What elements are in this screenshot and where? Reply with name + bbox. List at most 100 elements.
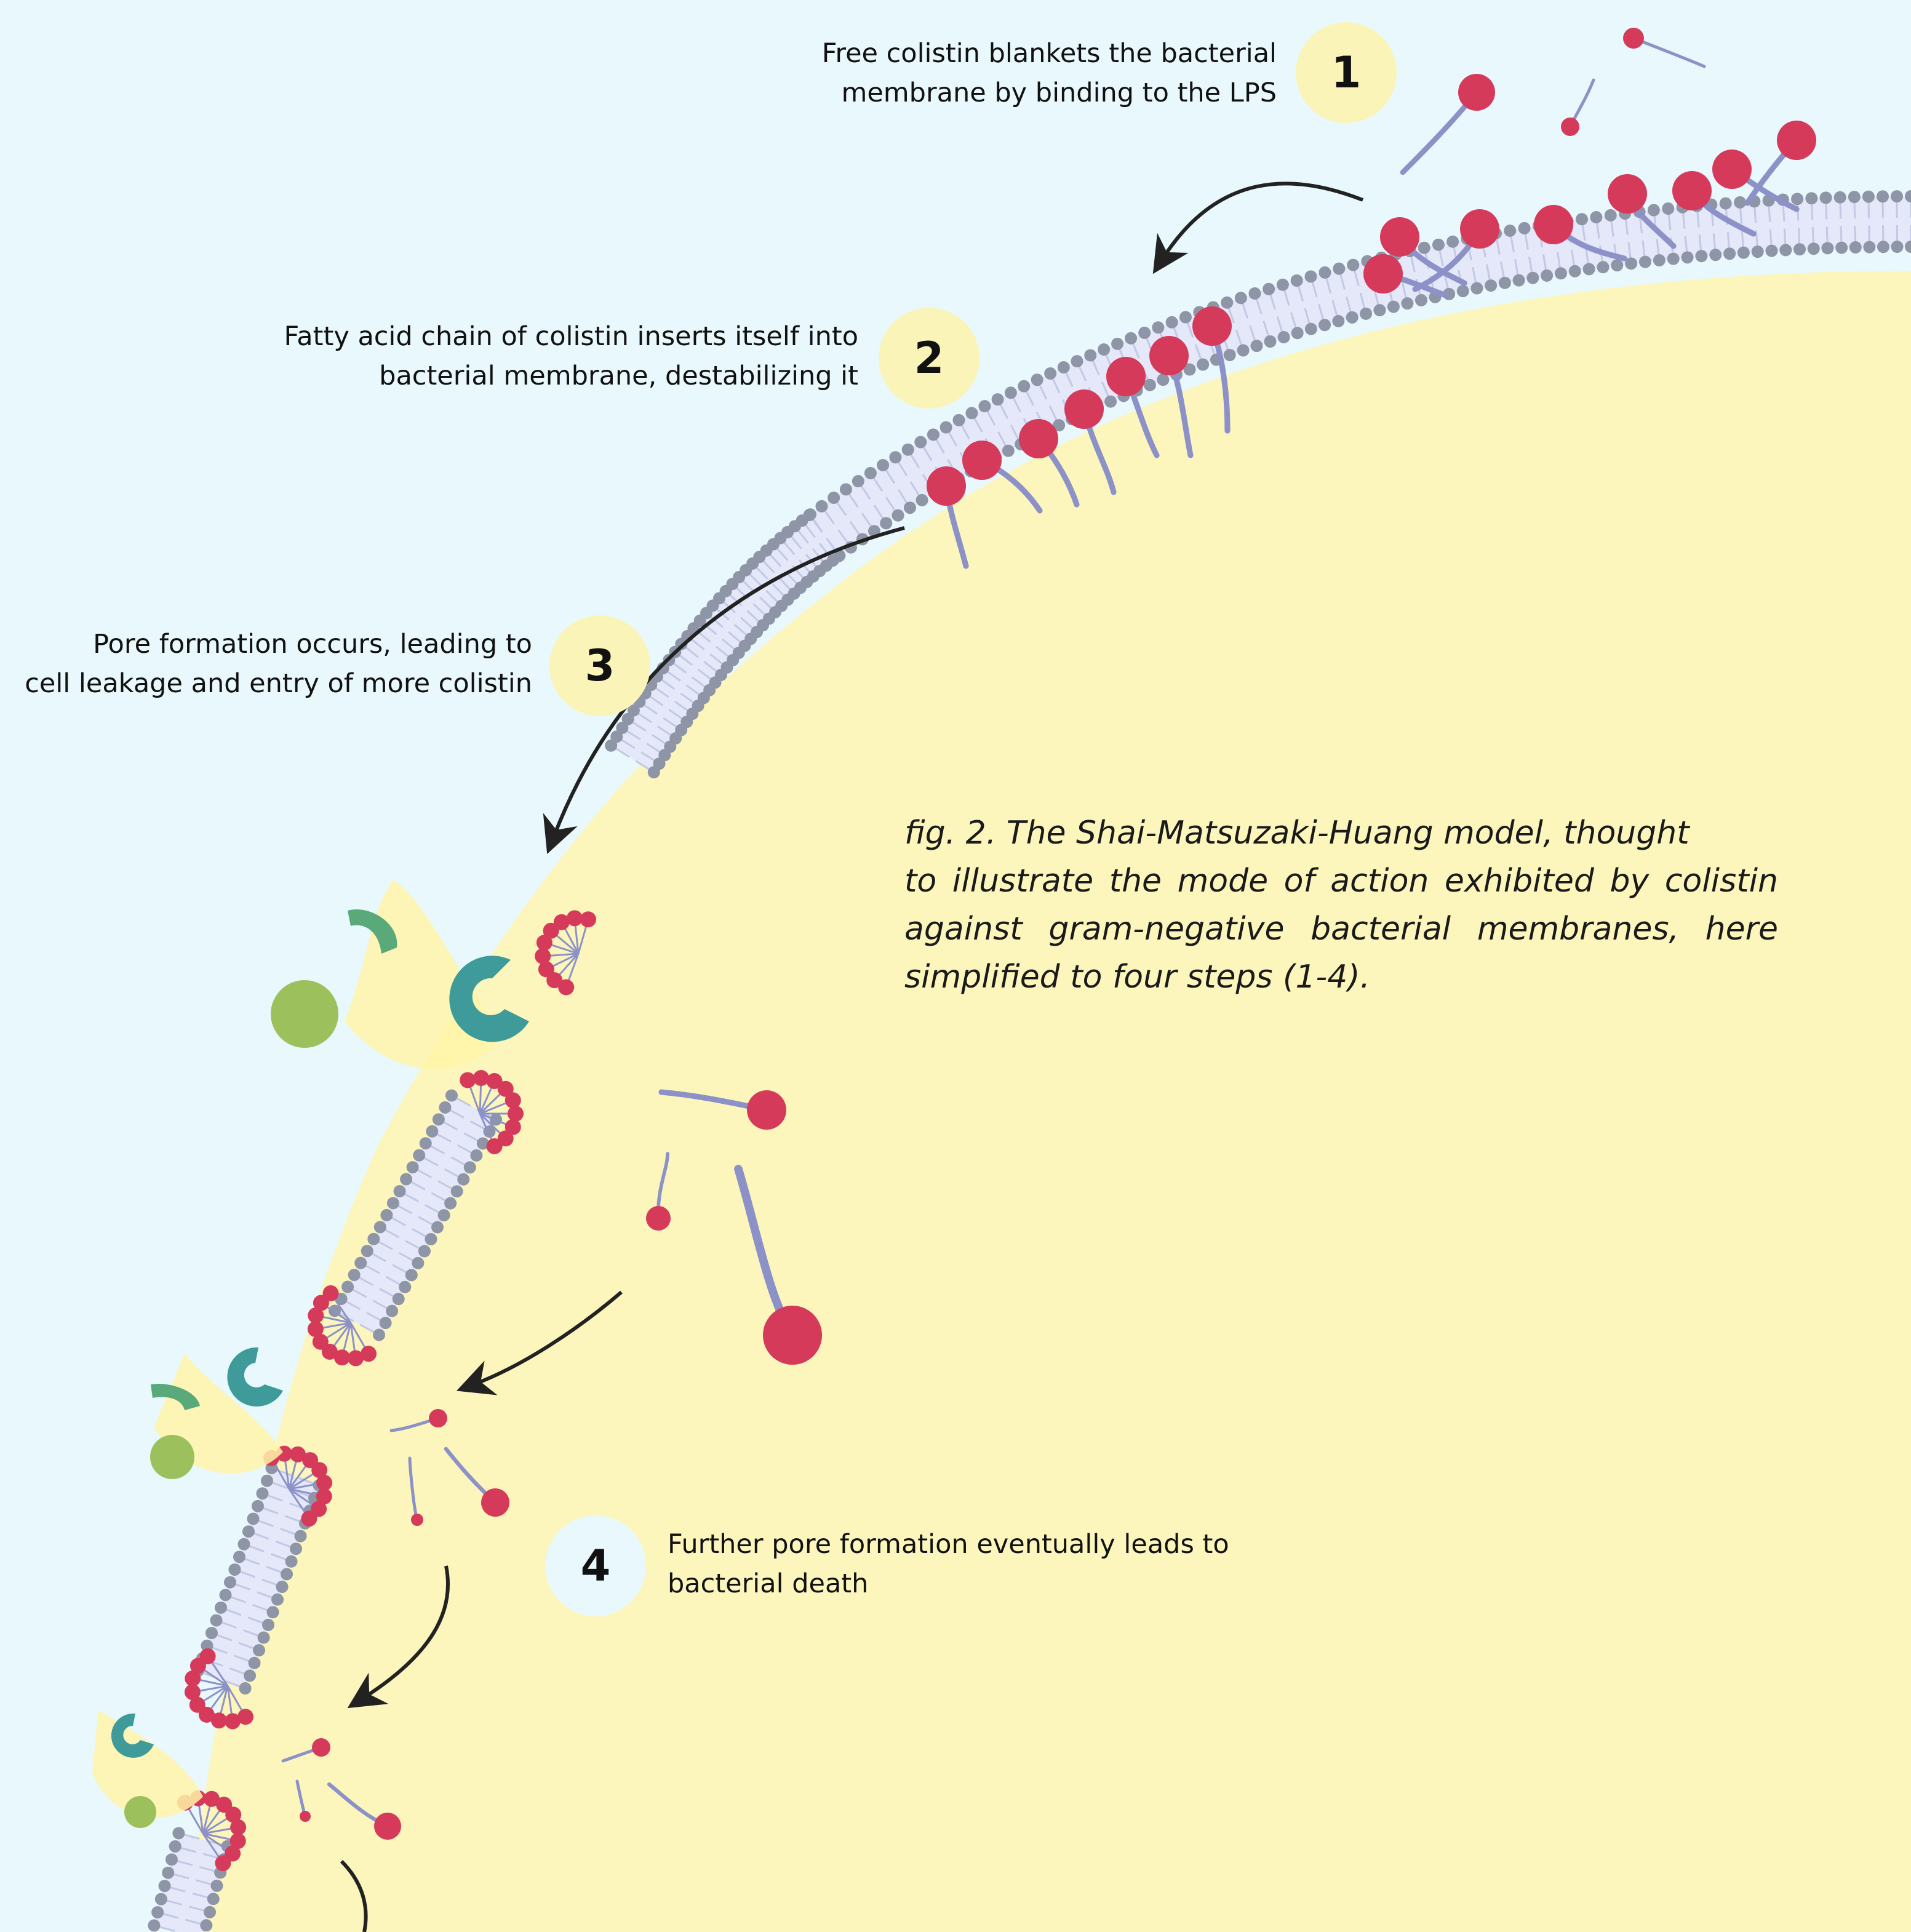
colistin-head: [747, 1090, 786, 1130]
lipid-head: [916, 494, 928, 506]
lipid-head: [253, 1644, 265, 1656]
lipid-head: [1648, 204, 1660, 217]
lipid-head: [1709, 249, 1721, 261]
lipid-head: [1166, 316, 1178, 329]
lipid-head: [215, 1602, 227, 1614]
lipid-head: [420, 1137, 432, 1149]
lipid-head: [1179, 311, 1192, 324]
lipid-head: [1446, 236, 1459, 248]
lipid-head: [1863, 241, 1875, 253]
lipid-head: [1576, 213, 1588, 225]
lipid-head: [1805, 192, 1817, 204]
lipid-head: [1319, 319, 1331, 331]
lipid-head: [393, 1293, 405, 1305]
leaked-globule: [150, 1435, 194, 1479]
lipid-head: [148, 1919, 160, 1931]
lipid-head: [244, 1669, 256, 1682]
colistin-head: [1623, 28, 1644, 49]
leaked-protein: [227, 1347, 283, 1407]
lipid-head: [380, 1209, 393, 1221]
lipid-head: [256, 1487, 268, 1499]
lipid-head: [233, 1551, 245, 1563]
lipid-head: [172, 1827, 185, 1839]
lipid-head: [864, 467, 877, 479]
step-badge-2: 2: [879, 308, 979, 409]
step-badge-4: 4: [545, 1515, 646, 1616]
lipid-head: [439, 1101, 451, 1114]
colistin-head: [411, 1514, 423, 1526]
lipid-head: [940, 421, 952, 434]
lipid-head: [927, 428, 940, 441]
lipid-head: [1333, 263, 1345, 275]
pore-lipid-head: [185, 1684, 201, 1700]
lipid-head: [1104, 396, 1117, 408]
colistin-head: [1561, 118, 1579, 136]
lipid-head: [1849, 241, 1862, 253]
colistin-head: [1019, 419, 1058, 458]
lipid-head: [1720, 198, 1732, 210]
colistin-head: [1608, 174, 1647, 214]
lipid-head: [840, 483, 852, 495]
lipid-head: [151, 1906, 164, 1918]
lipid-head: [1518, 222, 1531, 234]
lipid-head: [605, 740, 617, 752]
lipid-head: [444, 1197, 457, 1210]
lipid-head: [431, 1221, 444, 1234]
lipid-head: [1098, 343, 1110, 356]
lipid-head: [1263, 283, 1275, 295]
lipid-head: [1251, 340, 1263, 352]
pore-lipid-head: [230, 1819, 246, 1835]
lipid-head: [1513, 274, 1525, 287]
lipid-head: [1808, 242, 1820, 255]
lipid-head: [413, 1149, 425, 1162]
pore-lipid-head: [580, 911, 596, 927]
colistin-head: [927, 466, 966, 506]
colistin-head: [1380, 217, 1419, 257]
lipid-head: [1682, 251, 1694, 263]
lipid-head: [1332, 315, 1344, 327]
lipid-head: [407, 1161, 419, 1173]
colistin-head: [1672, 171, 1712, 210]
lipid-head: [1291, 327, 1304, 339]
lipid-head: [224, 1576, 236, 1589]
colistin-fatty-acid-tail: [1634, 38, 1704, 66]
lipid-head: [892, 509, 904, 522]
pore-lipid-head: [460, 1072, 476, 1088]
lipid-head: [902, 444, 914, 456]
lipid-head: [914, 436, 927, 448]
lipid-head: [1031, 373, 1043, 386]
colistin-head: [1106, 357, 1146, 396]
lipid-head: [348, 1269, 361, 1281]
pore-lipid-head: [225, 1713, 241, 1729]
lipid-head: [239, 1682, 252, 1694]
caption-body: to illustrate the mode of action exhibit…: [904, 857, 1778, 1001]
lipid-head: [361, 1245, 373, 1257]
lipid-head: [1793, 243, 1806, 255]
lipid-head: [262, 1619, 274, 1631]
lipid-head: [1639, 256, 1651, 268]
lipid-head: [880, 517, 892, 529]
lipid-head: [1877, 190, 1889, 202]
lipid-head: [1144, 379, 1156, 391]
pore-lipid-head: [301, 1511, 317, 1527]
lipid-head: [386, 1305, 398, 1317]
lipid-head: [341, 1281, 354, 1293]
pore-lipid-head: [348, 1350, 364, 1366]
lipid-head: [445, 1089, 458, 1101]
lipid-head: [1820, 191, 1832, 204]
arrow-icon: [1163, 183, 1363, 258]
colistin-molecule-icon: [1561, 80, 1594, 136]
lipid-head: [1373, 304, 1386, 316]
colistin-head: [962, 441, 1002, 480]
lipid-head: [367, 1233, 380, 1245]
lipid-head: [464, 1161, 476, 1173]
colistin-head: [374, 1813, 401, 1840]
lipid-head: [399, 1281, 411, 1293]
lipid-head: [1248, 287, 1261, 300]
colistin-head: [300, 1811, 311, 1822]
pore-lipid-head: [487, 1138, 503, 1154]
lipid-head: [1432, 239, 1445, 251]
lipid-head: [354, 1257, 367, 1269]
lipid-head: [204, 1906, 216, 1918]
